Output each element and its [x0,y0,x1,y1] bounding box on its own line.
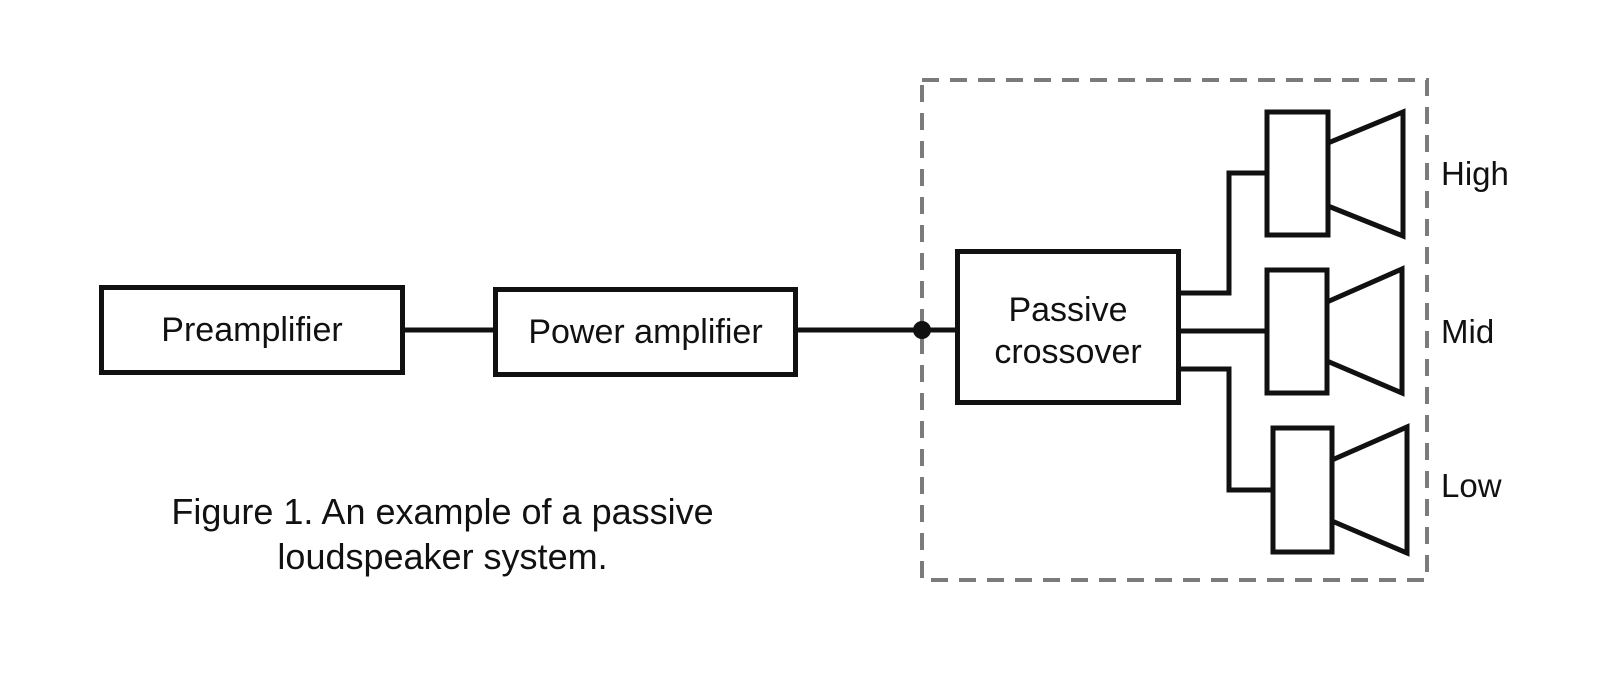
mid-speaker-body [1264,267,1330,396]
high-speaker-icon [1264,108,1406,240]
low-speaker-icon [1270,423,1410,557]
passive-crossover-box: Passive crossover [955,249,1181,405]
wire-crossover-to-high [1179,170,1269,296]
preamplifier-box: Preamplifier [99,285,405,375]
mid-speaker-icon [1264,265,1405,397]
figure-caption-line1: Figure 1. An example of a passive [171,491,714,532]
figure-caption: Figure 1. An example of a passive loudsp… [170,489,715,579]
low-speaker-label: Low [1441,467,1502,504]
mid-speaker-horn [1324,265,1405,397]
high-speaker-label: High [1441,155,1509,192]
low-speaker-body [1270,425,1335,555]
power-amplifier-box: Power amplifier [493,287,798,377]
power-amplifier-label: Power amplifier [528,313,763,351]
preamplifier-label: Preamplifier [161,311,343,349]
mid-speaker-label: Mid [1441,313,1495,350]
figure-caption-line2: loudspeaker system. [277,536,608,577]
passive-crossover-label-line1: Passive [1008,291,1128,329]
high-speaker-body [1264,109,1331,238]
high-speaker-horn [1325,108,1406,240]
speaker-enclosure-dashed-border [920,78,1429,582]
wire-crossover-to-low [1179,366,1275,493]
passive-crossover-label-line2: crossover [994,333,1142,371]
junction-dot [913,321,931,339]
low-speaker-horn [1329,423,1410,557]
